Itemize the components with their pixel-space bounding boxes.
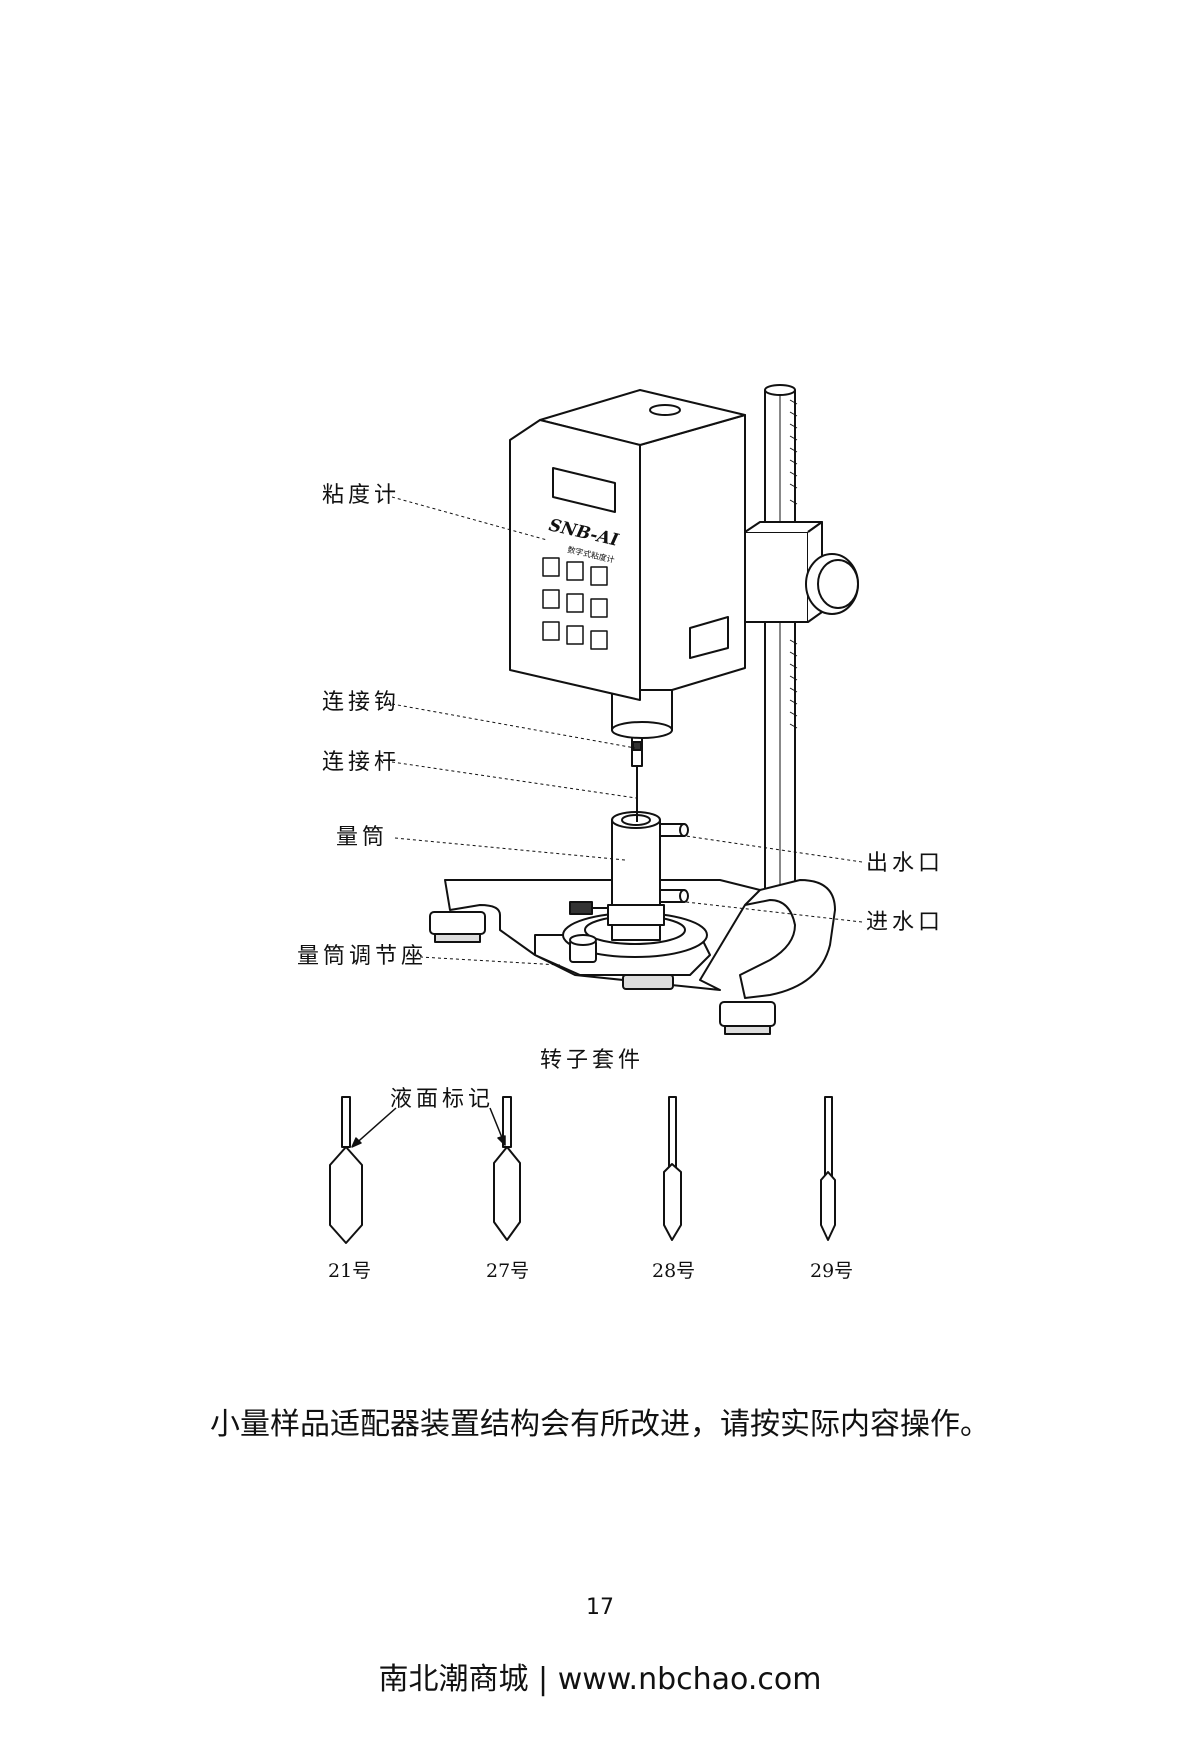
label-connecting-rod: 连接杆	[322, 750, 401, 775]
footer-site: 南北潮商城 | www.nbchao.com	[378, 1662, 822, 1697]
rotor-label-29: 29号	[810, 1260, 854, 1282]
viscometer-head	[509, 389, 746, 739]
rotor-kit-title: 转子套件	[540, 1048, 645, 1073]
leader-lines	[391, 496, 863, 966]
stand-clamp	[744, 521, 859, 623]
rotor-21	[329, 1096, 363, 1244]
connecting-rod	[631, 729, 643, 822]
caption-note: 小量样品适配器装置结构会有所改进，请按实际内容操作。	[210, 1407, 990, 1442]
rotor-label-27: 27号	[486, 1260, 530, 1282]
label-cylinder-adjusting-seat: 量筒调节座	[297, 944, 428, 969]
rotor-label-21: 21号	[328, 1260, 372, 1282]
rotor-29	[820, 1096, 836, 1241]
page-number: 17	[586, 1595, 614, 1620]
label-water-inlet: 进水口	[866, 910, 945, 935]
rotor-label-28: 28号	[652, 1260, 696, 1282]
stand-pillar	[764, 384, 798, 896]
rotor-27	[493, 1096, 521, 1241]
label-viscometer: 粘度计	[322, 483, 401, 508]
label-connecting-hook: 连接钩	[322, 690, 401, 715]
label-liquid-mark: 液面标记	[390, 1087, 495, 1112]
label-measuring-cylinder: 量筒	[336, 825, 389, 850]
rotor-28	[663, 1096, 682, 1241]
liquid-mark-arrows	[351, 1107, 506, 1148]
label-water-outlet: 出水口	[866, 851, 945, 876]
